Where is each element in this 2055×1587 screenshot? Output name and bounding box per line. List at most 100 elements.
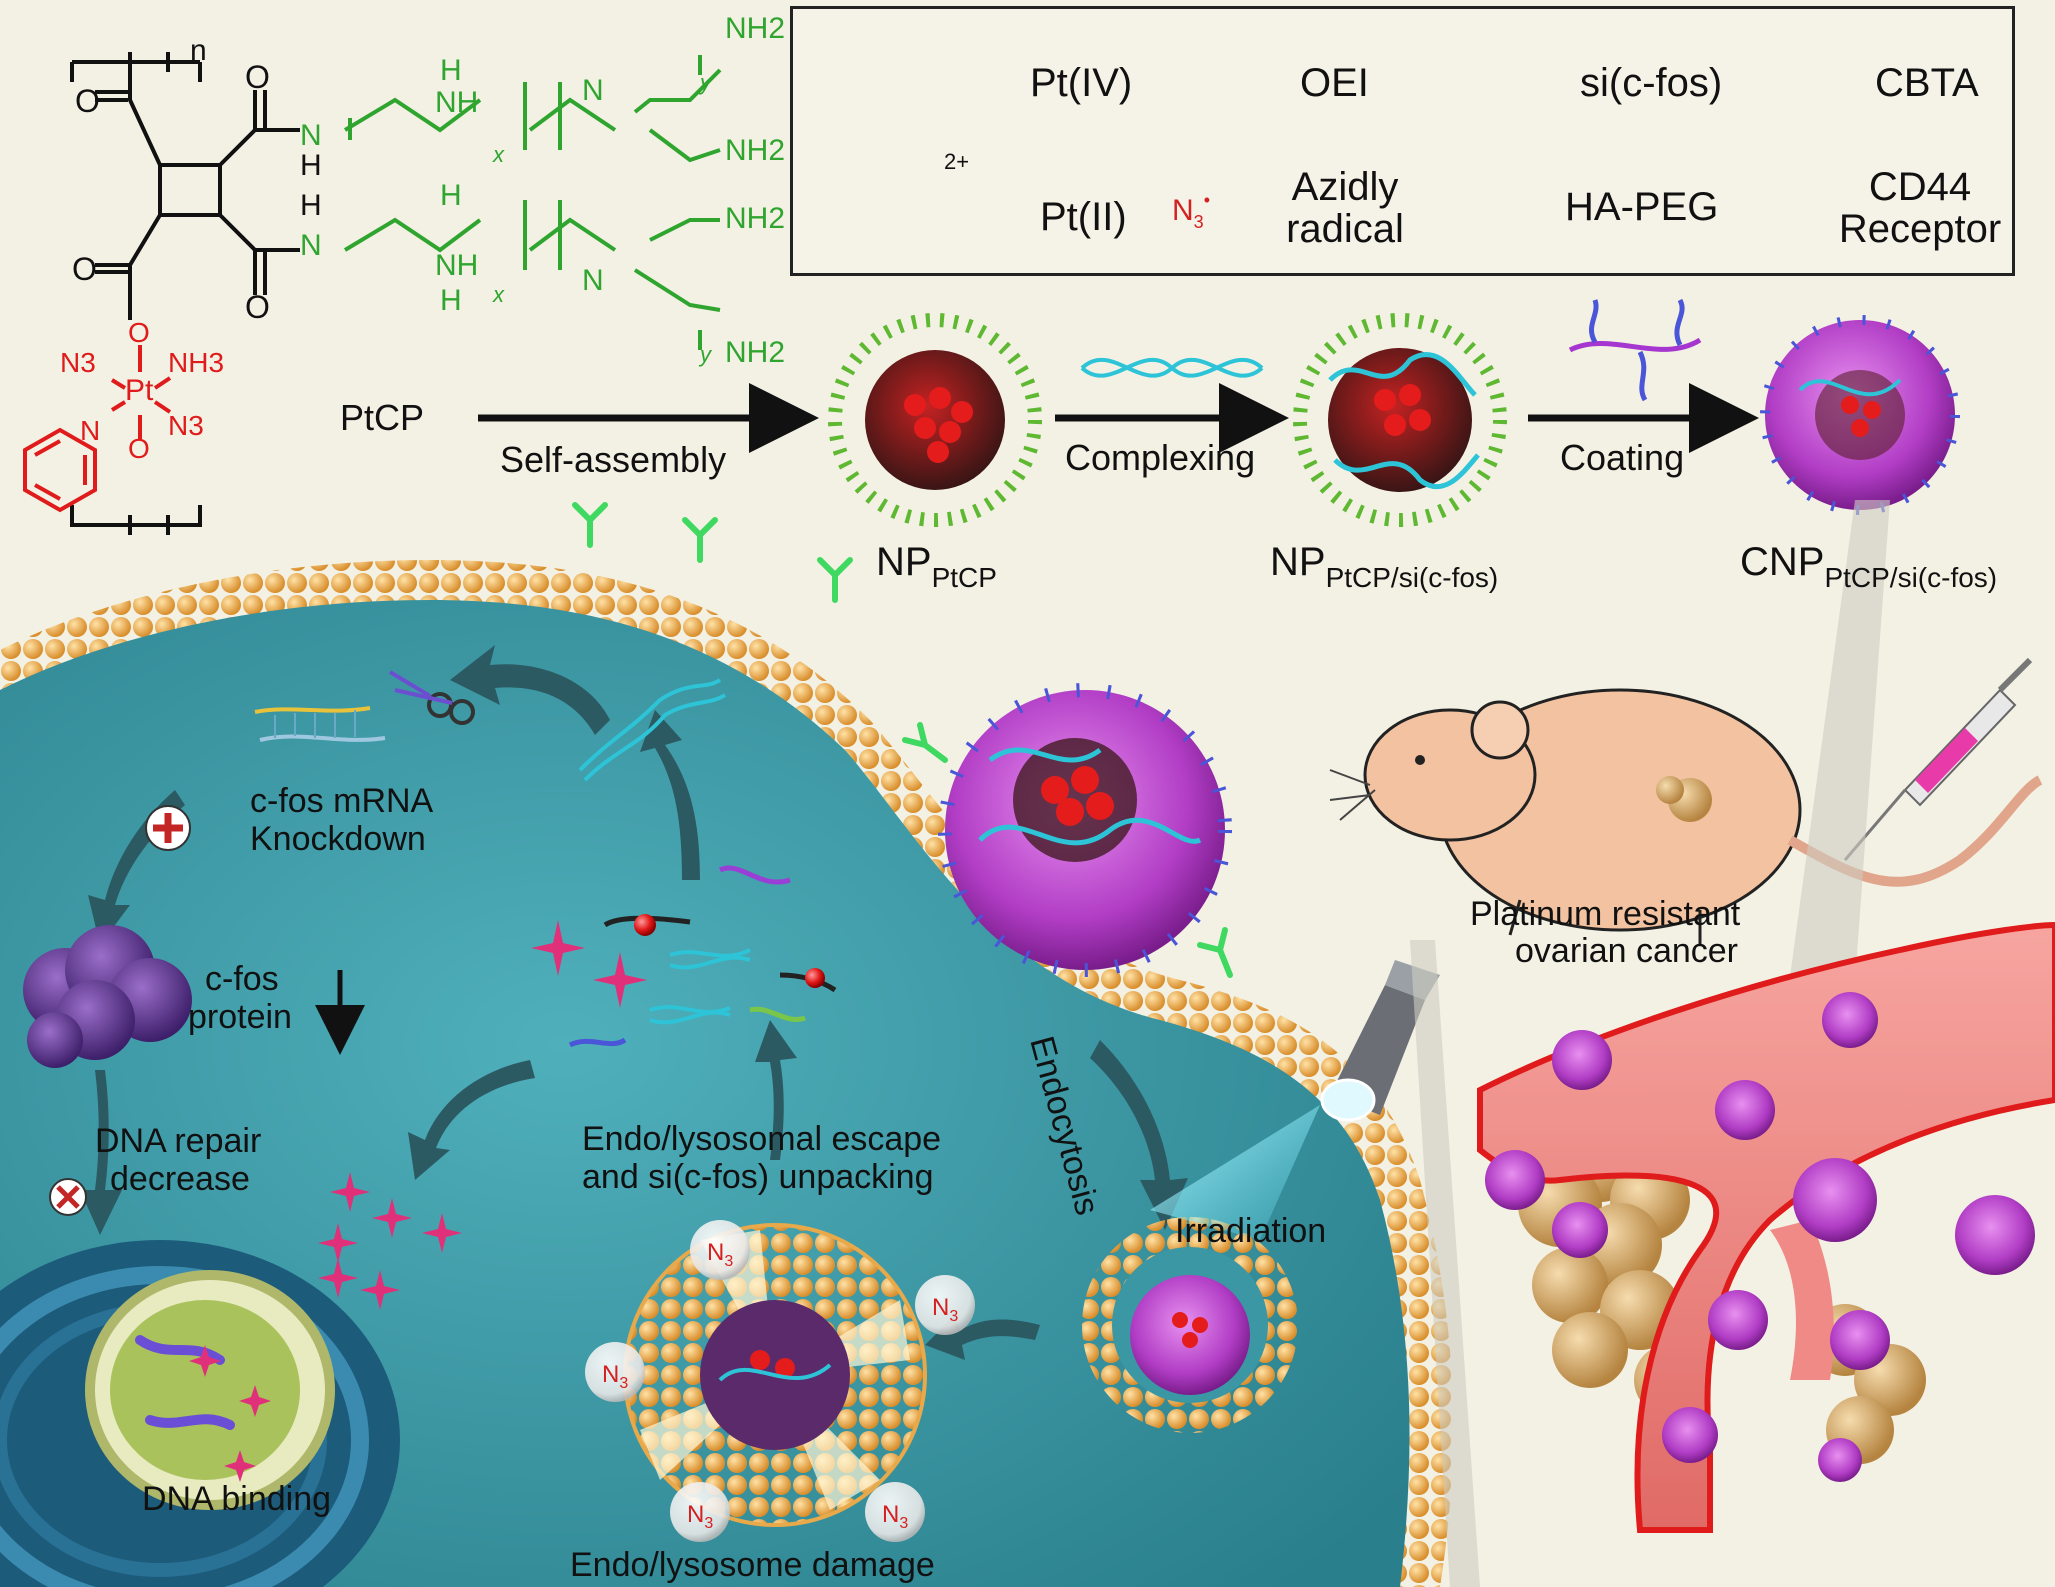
released-fragments: [568, 865, 837, 1048]
carbonyl-o-label-2: O: [72, 251, 97, 287]
legend-panel: [790, 6, 2015, 276]
np-ptcp-title: NPPtCP: [876, 540, 997, 593]
mrna-label-1: c-fos mRNA: [250, 782, 434, 820]
ester-o-label: O: [128, 317, 150, 348]
mrna-label-2: Knockdown: [250, 820, 426, 858]
legend-charge-label: 2+: [944, 149, 970, 174]
nh-label-2: N: [300, 229, 322, 262]
amine-label-1: NH2: [725, 12, 785, 45]
cnp-title: CNPPtCP/si(c-fos): [1740, 540, 1997, 593]
pathway-labels: PtCP Self-assembly Complexing Coating NP…: [340, 397, 1997, 593]
circulating-nanoparticles: [1485, 992, 2035, 1482]
mouse-illustration: [1329, 688, 2043, 945]
escape-label-2: and si(c-fos) unpacking: [582, 1158, 934, 1196]
azide-label-1: N3: [60, 347, 96, 378]
platinum-label: Pt: [125, 374, 154, 407]
grey-light-cones: [1410, 500, 1890, 1587]
amide-o-label-2: O: [245, 289, 270, 325]
legend-pt2-label: Pt(II): [1040, 195, 1127, 239]
complexing-label: Complexing: [1065, 437, 1255, 478]
amide-o-label-1: O: [245, 59, 270, 95]
cell-labels: c-fos mRNA Knockdown c-fos protein DNA r…: [95, 782, 1326, 1584]
legend-cd44-label-2: Receptor: [1838, 207, 2002, 251]
azidyl-label-2: N3: [932, 1294, 958, 1325]
azidyl-label-3: N3: [602, 1361, 628, 1392]
irradiation-label: Irradiation: [1175, 1212, 1326, 1250]
amine-label-4: NH2: [725, 336, 785, 369]
coating-hapeg-icon: [1568, 298, 1702, 402]
structure-labels: n O O O O O N H H N H NH H NH H x x N N …: [60, 12, 785, 464]
chain-h-label-2: H: [440, 179, 462, 212]
chain-nh-label-1: NH: [435, 86, 478, 119]
ammine-label: NH3: [168, 347, 224, 378]
irradiated-endosome: [1082, 1217, 1298, 1433]
ptcp-structure: [70, 52, 300, 535]
dna-binding-label: DNA binding: [142, 1480, 331, 1518]
subscript-x-label-2: x: [492, 282, 505, 307]
azidyl-bubbles: [585, 1220, 975, 1542]
repair-label-1: DNA repair: [95, 1122, 261, 1160]
amide-h-label-1: H: [300, 149, 322, 182]
legend-azidyl-symbol: N3•: [1172, 190, 1210, 232]
free-sirna: [578, 678, 751, 1025]
protein-label-1: c-fos: [205, 960, 279, 998]
tertiary-n-label-2: N: [582, 264, 604, 297]
self-assembly-label: Self-assembly: [500, 439, 726, 480]
amide-h-label-2: H: [300, 189, 322, 222]
legend-azidyl-label-1: Azidly: [1291, 165, 1399, 209]
escape-label-1: Endo/lysosomal escape: [582, 1120, 941, 1158]
mrna-strand: [254, 706, 386, 742]
syringe-icon: [1843, 657, 2033, 861]
protein-label-2: protein: [188, 998, 292, 1036]
azidyl-label-1: N3: [707, 1239, 733, 1270]
nh-label-1: N: [300, 119, 322, 152]
np-ptcp-sirna-particle: [1293, 313, 1507, 527]
knockdown-badge: [145, 805, 191, 851]
chain-h-label-1: H: [440, 54, 462, 87]
process-arrows: [80, 645, 1188, 1360]
legend-hapeg-label: HA-PEG: [1565, 185, 1719, 229]
chain-h-label-3: H: [440, 284, 462, 317]
cnp-particle: [1760, 315, 1960, 515]
legend-pt4-label: Pt(IV): [1030, 61, 1133, 105]
pt4-center-structure: [23, 345, 172, 513]
azidyl-label-5: N3: [882, 1501, 908, 1532]
azidyl-bubble-labels: N3 N3 N3 N3 N3: [602, 1239, 958, 1532]
subscript-x-label-1: x: [492, 142, 505, 167]
coating-label: Coating: [1560, 437, 1684, 478]
legend-sirna-label: si(c-fos): [1580, 61, 1723, 105]
repair-label-2: decrease: [110, 1160, 250, 1198]
np-ptcp-particle: [828, 313, 1042, 527]
oei-chain-structure: [343, 55, 722, 350]
scissors-icon: [388, 670, 475, 725]
azidyl-label-4: N3: [687, 1501, 713, 1532]
pyridine-n-label: N: [80, 415, 100, 446]
mouse-labels: Platinum resistant ovarian cancer: [1470, 895, 1741, 970]
subscript-y-label-1: y: [698, 70, 713, 95]
legend-azidyl-label-2: radical: [1286, 207, 1404, 251]
legend-oei-label: OEI: [1300, 61, 1369, 105]
subscript-y-label-2: y: [698, 342, 713, 367]
tertiary-n-label-1: N: [582, 74, 604, 107]
legend-cd44-label-1: CD44: [1868, 165, 1972, 209]
nucleus: [0, 1240, 400, 1587]
azide-label-2: N3: [168, 410, 204, 441]
damaged-endosome: [623, 1223, 927, 1527]
damage-label: Endo/lysosome damage: [570, 1546, 935, 1584]
legend-cbta-label: CBTA: [1875, 61, 1979, 105]
c-fos-protein: [23, 925, 192, 1068]
mouse-label-1: Platinum resistant: [1470, 895, 1741, 933]
amine-label-3: NH2: [725, 202, 785, 235]
ptcp-label: PtCP: [340, 397, 424, 438]
membrane-nanoparticle: [938, 683, 1232, 977]
carbonyl-o-label: O: [75, 83, 100, 119]
complexing-sirna-icon: [1080, 357, 1264, 378]
repeat-n-label: n: [190, 34, 207, 67]
repair-block-badge: [49, 1178, 87, 1216]
amine-label-2: NH2: [725, 134, 785, 167]
cd44-receptors: [572, 502, 1233, 978]
light-beam: [1150, 1105, 1320, 1240]
mouse-label-2: ovarian cancer: [1515, 932, 1738, 970]
blood-vessel: [1477, 921, 2055, 1533]
